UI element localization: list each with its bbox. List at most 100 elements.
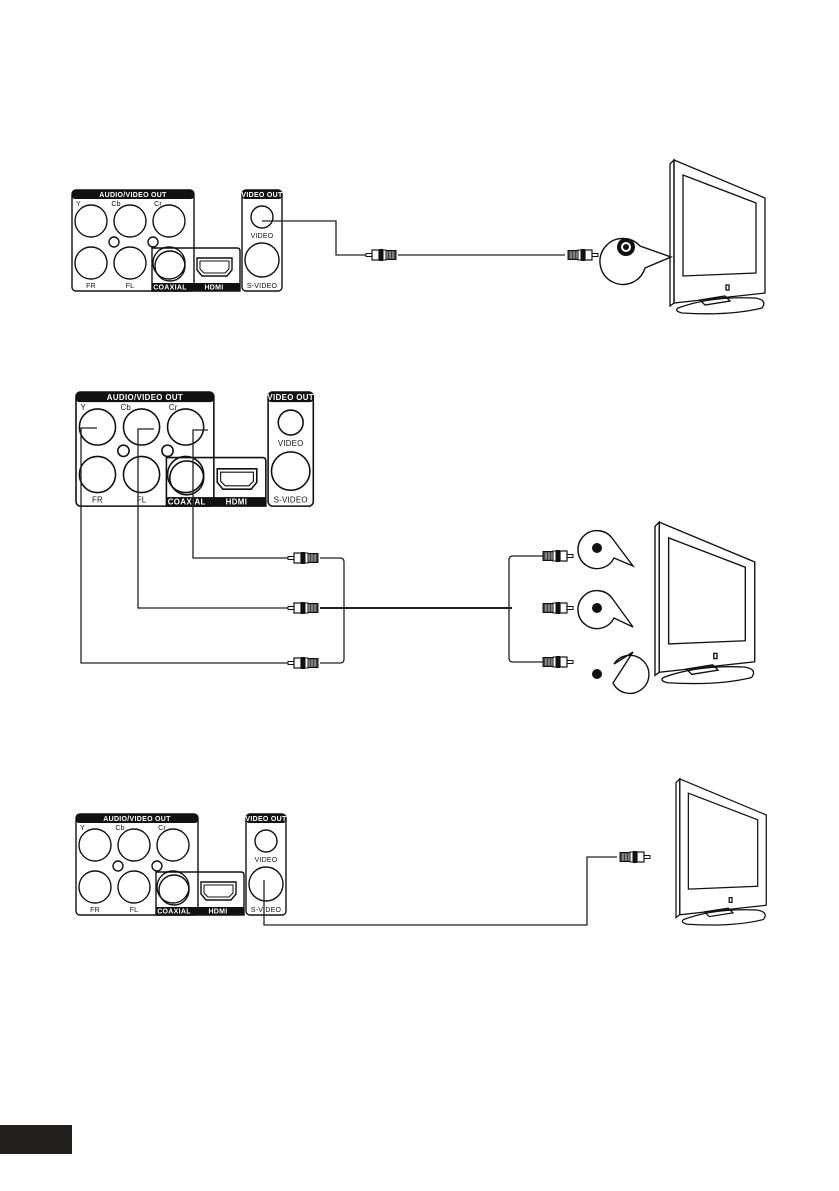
tv-stand-base	[676, 297, 765, 315]
coaxial-jack	[158, 874, 190, 906]
video-jack-label: VIDEO	[255, 857, 278, 864]
television	[669, 158, 766, 315]
tv-input-callout-cb	[577, 589, 634, 630]
hdmi-port-inner	[220, 471, 254, 487]
page-number-tab	[0, 1125, 72, 1154]
rca-plug-cr-player	[287, 552, 319, 564]
tv-input-callout-y	[592, 651, 650, 695]
plug-collar	[379, 249, 383, 261]
plug-grip	[542, 551, 554, 561]
plug-tip	[287, 661, 295, 665]
plug-collar	[301, 657, 305, 669]
plug-collar	[301, 602, 305, 614]
hdmi-port	[216, 468, 258, 490]
jack-cr	[156, 828, 190, 862]
rca-plug-y-tv	[542, 656, 574, 668]
jack-label-fr: FR	[92, 496, 103, 505]
av-out-header-label: AUDIO/VIDEO OUT	[107, 393, 183, 402]
plug-tip	[566, 606, 574, 610]
video-jack-label: VIDEO	[278, 439, 304, 448]
jack-label-fl: FL	[126, 283, 135, 290]
jack-fl	[117, 870, 151, 904]
digital-out-label-bar	[152, 283, 240, 291]
plug-collar	[581, 249, 585, 261]
s-video-jack	[270, 451, 311, 492]
video-out-header-bar	[242, 190, 282, 199]
jack-fl	[122, 455, 161, 494]
tv-input-callout-cr	[577, 529, 636, 570]
plug-sleeve	[559, 602, 568, 614]
hdmi-port-inner	[203, 884, 234, 898]
s-video-jack-label: S-VIDEO	[274, 496, 308, 505]
video-jack	[277, 409, 304, 436]
plug-sleeve	[293, 602, 302, 614]
small-jack-right	[147, 236, 159, 248]
rca-plug-cb-player	[287, 602, 319, 614]
plug-collar	[633, 851, 637, 863]
coaxial-jack	[168, 460, 205, 496]
tv-stand-base	[661, 666, 755, 685]
video-out-block	[245, 813, 287, 916]
plug-tip	[287, 556, 295, 560]
cable-bundle-player	[320, 557, 345, 664]
av-out-header-bar	[72, 190, 194, 199]
television	[654, 520, 756, 685]
av-out-header-bar	[76, 392, 214, 403]
plug-grip	[307, 603, 319, 613]
rca-plug-cr-tv	[542, 550, 574, 562]
s-video-jack-label: S-VIDEO	[247, 283, 278, 290]
video-jack	[254, 829, 278, 853]
tv-power-led-icon	[725, 284, 730, 291]
jack-label-fl: FL	[137, 496, 147, 505]
jack-cb	[113, 204, 147, 238]
s-video-cable	[263, 856, 617, 926]
plug-grip	[385, 250, 397, 260]
small-jack-left	[112, 860, 124, 872]
tv-stand-neck	[703, 907, 735, 918]
small-jack-left	[108, 236, 120, 248]
plug-sleeve	[559, 550, 568, 562]
plug-collar	[556, 550, 560, 562]
s-video-jack	[244, 242, 280, 278]
video-out-header-label: VIDEO OUT	[267, 393, 314, 402]
hdmi-port	[196, 257, 233, 277]
coaxial-label: COAXIAL	[153, 285, 187, 292]
digital-out-block	[151, 247, 241, 292]
plug-tip	[566, 554, 574, 558]
video-out-header-bar	[246, 814, 286, 823]
plug-grip	[307, 553, 319, 563]
small-jack-right	[151, 860, 163, 872]
plug-grip	[619, 852, 631, 862]
video-cable	[262, 220, 366, 256]
jack-label-cb: Cb	[111, 201, 120, 208]
tv-stand-neck	[685, 664, 720, 676]
video-out-header-bar	[268, 392, 314, 403]
plug-tip	[643, 855, 651, 859]
av-out-header-label: AUDIO/VIDEO OUT	[99, 192, 167, 199]
plug-sleeve	[584, 249, 593, 261]
jack-cb	[122, 408, 161, 446]
plug-tip	[591, 253, 599, 257]
hdmi-label: HDMI	[204, 285, 223, 292]
rca-plug-y-player	[287, 657, 319, 669]
coaxial-jack	[154, 250, 186, 282]
video-out-block	[241, 189, 283, 292]
plug-collar	[556, 602, 560, 614]
jack-label-y: Y	[80, 825, 85, 832]
small-jack-right	[161, 444, 174, 458]
digital-out-block	[165, 456, 267, 507]
jack-label-cr: Cr	[158, 825, 166, 832]
jack-fr	[78, 870, 112, 904]
video-jack-label: VIDEO	[251, 233, 274, 240]
plug-tip	[287, 606, 295, 610]
jack-label-y: Y	[76, 201, 81, 208]
tv-power-led-icon	[728, 897, 733, 904]
digital-out-block	[155, 871, 245, 916]
jack-cr	[152, 204, 186, 238]
hdmi-label: HDMI	[226, 497, 248, 506]
digital-out-label-bar	[156, 907, 244, 915]
